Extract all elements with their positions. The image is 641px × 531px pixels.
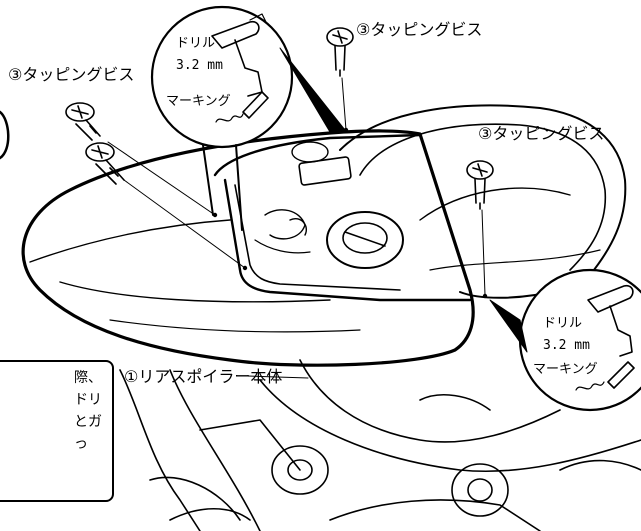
body-label: ①リアスポイラー本体 [124, 367, 283, 386]
scooter-frame [119, 359, 641, 531]
screw-top [326, 27, 354, 77]
zoom-top-marking: マーキング [166, 94, 231, 109]
screw-left-2 [85, 142, 125, 185]
note-line: ドリ [74, 392, 102, 408]
screw-label-right: ③タッピングビス [478, 124, 605, 143]
zoom-bottom-drill: ドリル [543, 316, 583, 331]
fuel-cap [326, 211, 404, 269]
note-box: 際、 ドリ とガ っ [0, 360, 114, 502]
note-line: っ [74, 436, 88, 452]
zoom-top-drill: ドリル [176, 36, 216, 51]
spoiler-body-outline [21, 129, 475, 367]
note-line: とガ [74, 414, 102, 430]
note-line: 際、 [74, 370, 102, 386]
screw-left-1 [65, 102, 101, 141]
zoom-bottom-size: 3.2 mm [543, 338, 590, 353]
zoom-callout-top [150, 5, 294, 149]
zoom-bottom-marking: マーキング [533, 362, 598, 377]
screw-right [466, 160, 494, 210]
seat-outline [339, 104, 627, 299]
screw-label-top: ③タッピングビス [356, 20, 483, 39]
zoom-top-size: 3.2 mm [176, 58, 223, 73]
screw-label-left: ③タッピングビス [8, 65, 135, 84]
